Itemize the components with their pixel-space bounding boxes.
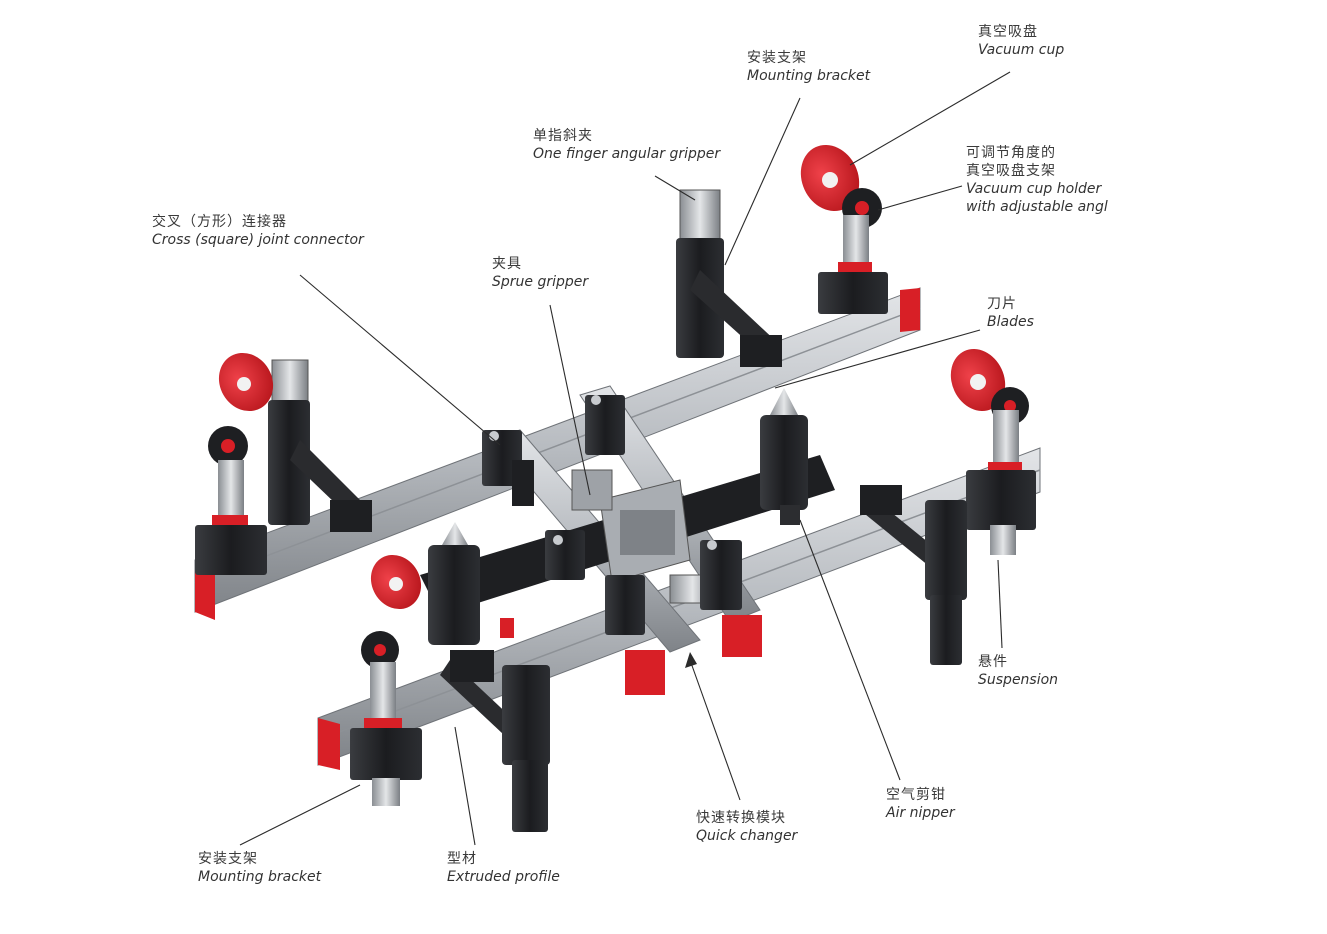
label-sprue-gripper: 夹具 Sprue gripper (492, 256, 588, 290)
vacuum-cup-right (950, 348, 1036, 555)
label-en: Sprue gripper (492, 274, 589, 291)
one-finger-gripper-left (268, 359, 372, 532)
center-plate (420, 455, 835, 615)
label-vacuum-cup-holder: 可调节角度的 真空吸盘支架 Vacuum cup holder with adj… (966, 145, 1108, 215)
air-nipper (760, 388, 808, 525)
label-en-1: Vacuum cup holder (966, 181, 1102, 198)
label-en: Extruded profile (447, 869, 560, 886)
suspension-gripper (860, 485, 967, 665)
extruded-profile-front (317, 447, 1041, 770)
vacuum-cup-front-left (350, 554, 422, 806)
label-en: One finger angular gripper (533, 146, 721, 163)
label-zh: 真空吸盘 (978, 24, 1038, 40)
label-en: Air nipper (886, 805, 955, 822)
front-gripper (440, 650, 550, 832)
label-suspension: 悬件 Suspension (978, 654, 1058, 688)
label-zh: 安装支架 (198, 851, 258, 867)
label-en: Mounting bracket (198, 869, 322, 886)
label-en: Mounting bracket (747, 68, 871, 85)
label-zh: 单指斜夹 (533, 128, 593, 144)
label-mounting-bracket-bottom: 安装支架 Mounting bracket (198, 851, 321, 885)
label-mounting-bracket-top: 安装支架 Mounting bracket (747, 50, 870, 84)
label-zh: 夹具 (492, 256, 522, 272)
label-zh: 空气剪钳 (886, 787, 946, 803)
label-zh: 悬件 (978, 654, 1008, 670)
vacuum-cup-left (195, 352, 274, 575)
label-en-2: with adjustable angle (966, 199, 1108, 216)
label-zh: 快速转换模块 (696, 810, 786, 826)
label-en: Suspension (978, 672, 1059, 689)
label-zh: 安装支架 (747, 50, 807, 66)
cross-joint-connectors (482, 395, 742, 635)
extruded-profile-back (194, 287, 921, 620)
label-en: Quick changer (696, 828, 798, 845)
label-zh: 刀片 (987, 296, 1017, 312)
air-nipper-left (428, 522, 480, 645)
label-one-finger-gripper: 单指斜夹 One finger angular gripper (533, 128, 720, 162)
vacuum-cup-top (800, 144, 888, 314)
label-zh-1: 可调节角度的 (966, 145, 1056, 161)
label-en: Vacuum cup (978, 42, 1065, 59)
label-zh: 型材 (447, 851, 477, 867)
label-cross-joint: 交叉（方形）连接器 Cross (square) joint connector (152, 214, 364, 248)
label-air-nipper: 空气剪钳 Air nipper (886, 787, 955, 821)
label-blades: 刀片 Blades (987, 296, 1034, 330)
label-zh: 交叉（方形）连接器 (152, 214, 287, 230)
label-quick-changer: 快速转换模块 Quick changer (696, 810, 797, 844)
label-vacuum-cup: 真空吸盘 Vacuum cup (978, 24, 1064, 58)
label-en: Cross (square) joint connector (152, 232, 364, 249)
leader-lines (239, 71, 1011, 846)
label-en: Blades (987, 314, 1034, 331)
label-zh-2: 真空吸盘支架 (966, 163, 1056, 180)
one-finger-gripper-top (676, 189, 782, 367)
label-extruded-profile: 型材 Extruded profile (447, 851, 560, 885)
